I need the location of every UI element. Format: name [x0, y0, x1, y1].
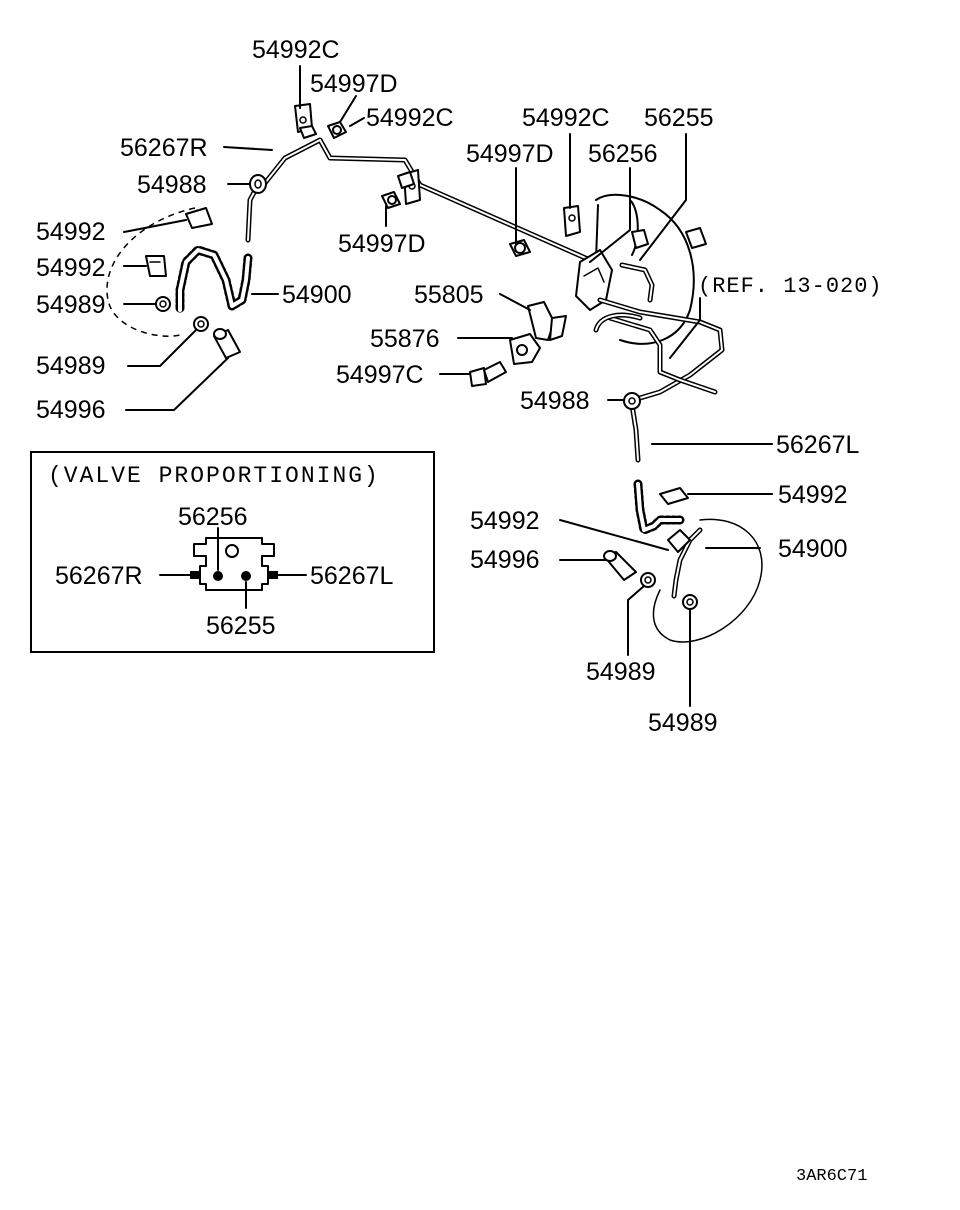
clip-54992-left-a — [185, 207, 213, 229]
dashed-circle-left — [106, 207, 196, 337]
label-54997c: 54997C — [336, 361, 424, 389]
label-56256-right: 56256 — [588, 140, 658, 168]
brake-hose-left-54900 — [175, 245, 253, 315]
grommet-54988-middle — [623, 392, 641, 410]
clip-54992-right-a — [659, 487, 689, 505]
diagram-code: 3AR6C71 — [796, 1167, 867, 1186]
part-labels: 54992C 54997D 54992C 56267R 54988 54992 … — [36, 36, 883, 737]
label-ref-13-020: (REF. 13-020) — [698, 274, 883, 299]
label-55876: 55876 — [370, 325, 440, 353]
label-54992c-top-b: 54992C — [366, 104, 454, 132]
label-54996-left: 54996 — [36, 396, 106, 424]
label-54988-middle: 54988 — [520, 387, 590, 415]
inset-label-56255: 56255 — [206, 612, 276, 640]
brake-pipe-56267l — [629, 402, 641, 463]
label-54992c-right: 54992C — [522, 104, 610, 132]
label-56267l: 56267L — [776, 431, 860, 459]
label-54992-right-a: 54992 — [778, 481, 848, 509]
label-55805: 55805 — [414, 281, 484, 309]
clip-54992-left-b — [145, 255, 167, 277]
label-54992-right-b: 54992 — [470, 507, 540, 535]
proportioning-valve-main — [575, 249, 655, 311]
bracket-55805 — [527, 301, 567, 341]
label-54900-right: 54900 — [778, 535, 848, 563]
brake-pipe-right-runs — [593, 297, 725, 401]
inset-label-56256: 56256 — [178, 503, 248, 531]
clip-54992-right-b — [667, 529, 691, 553]
label-56267r: 56267R — [120, 134, 208, 162]
label-54997d-middle: 54997D — [338, 230, 426, 258]
washer-54989-left-a — [155, 296, 171, 312]
label-54989-left-b: 54989 — [36, 352, 106, 380]
grommet-54988-top — [249, 174, 267, 194]
washer-54989-right-a — [640, 572, 656, 588]
bolt-54996-right — [603, 550, 637, 581]
label-54900-left: 54900 — [282, 281, 352, 309]
label-54997d-right: 54997D — [466, 140, 554, 168]
inset-valve-proportioning: (VALVE PROPORTIONING) 56256 56267R 56267… — [30, 451, 435, 653]
label-54996-right: 54996 — [470, 546, 540, 574]
label-54997d-top: 54997D — [310, 70, 398, 98]
label-54992c-top-a: 54992C — [252, 36, 340, 64]
label-54992-left-b: 54992 — [36, 254, 106, 282]
label-54992-left-a: 54992 — [36, 218, 106, 246]
bolt-54997d-top — [327, 121, 347, 139]
label-54989-right-a: 54989 — [586, 658, 656, 686]
leader-lines — [123, 65, 773, 707]
clip-54992c-top — [294, 103, 317, 139]
inset-title: (VALVE PROPORTIONING) — [48, 463, 380, 489]
bolt-54997d-middle — [381, 171, 415, 209]
bolt-54996-left — [213, 328, 241, 359]
brake-hose-right-54900 — [633, 479, 703, 599]
washer-54989-left-b — [193, 316, 209, 332]
clip-54992c-right — [563, 205, 581, 237]
label-54989-left-a: 54989 — [36, 291, 106, 319]
washer-54989-right-b — [682, 594, 698, 610]
label-54989-right-b: 54989 — [648, 709, 718, 737]
label-54988-top: 54988 — [137, 171, 207, 199]
valve-55876 — [509, 333, 541, 365]
dashed-circle-right — [652, 518, 763, 643]
bolt-54997d-right — [509, 239, 531, 257]
label-56255-right: 56255 — [644, 104, 714, 132]
inset-label-56267r: 56267R — [55, 562, 143, 590]
inset-label-56267l: 56267L — [310, 562, 394, 590]
bolt-54997c — [469, 361, 507, 387]
